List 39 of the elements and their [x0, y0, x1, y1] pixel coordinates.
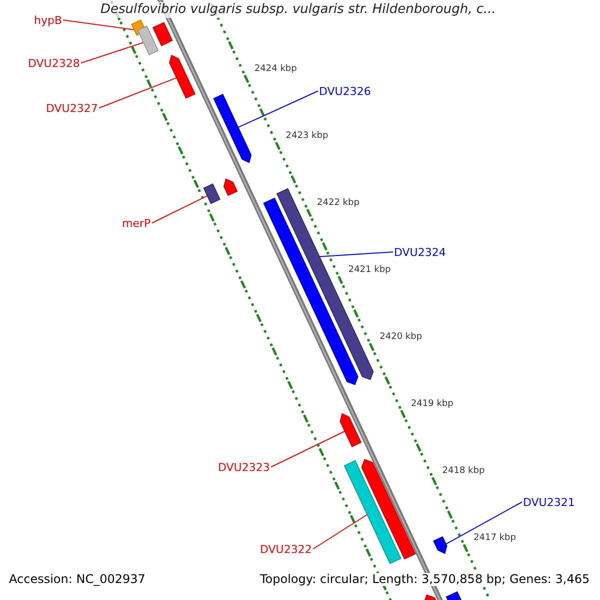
- footer-text: Topology: circular; Length: 3,570,858 bp; Genes: 3,465: [260, 573, 590, 586]
- tick-label: 2419 kbp: [410, 398, 454, 412]
- tick-label: 2418 kbp: [442, 465, 485, 478]
- gene-bar: [203, 183, 220, 204]
- gene-bar: [169, 54, 196, 99]
- tick-label: 2417 kbp: [474, 532, 516, 546]
- gene-bar: [223, 178, 238, 196]
- gene-bar: [344, 460, 402, 564]
- leader-line: [312, 514, 368, 550]
- gene-label: merP: [122, 216, 151, 230]
- tick-label: 2424 kbp: [254, 62, 297, 76]
- gene-bar: [361, 459, 416, 560]
- gene-label: DVU2324: [394, 246, 446, 258]
- leader-line: [270, 430, 346, 468]
- leader-line: [62, 20, 135, 30]
- gene-label: DVU2326: [319, 84, 371, 98]
- leader-line: [98, 77, 177, 108]
- gene-bar: [213, 94, 252, 164]
- gene-label: DVU2322: [260, 542, 312, 556]
- leader-line: [238, 90, 318, 128]
- gene-bar: [137, 26, 159, 56]
- gene-label: DVU2321: [523, 496, 575, 508]
- leader-line: [80, 42, 144, 64]
- gene-label: DVU2328: [28, 56, 80, 70]
- tick-label: 2423 kbp: [286, 130, 328, 143]
- gene-bar: [276, 188, 374, 380]
- gene-bar: [152, 22, 173, 46]
- leader-line: [152, 195, 208, 224]
- tick-label: 2422 kbp: [317, 196, 360, 210]
- gene-label: DVU2327: [46, 102, 98, 114]
- gene-label: DVU2323: [218, 460, 270, 474]
- leader-line: [319, 252, 394, 258]
- leader-line: [446, 502, 522, 545]
- gene-bar: [340, 413, 362, 448]
- tick-label: 2420 kbp: [380, 330, 422, 344]
- gene-label: hypB: [34, 14, 62, 26]
- tick-label: 2421 kbp: [348, 264, 391, 277]
- gene-bar: [433, 536, 448, 554]
- footer-text: Accession: NC_002937: [9, 573, 146, 586]
